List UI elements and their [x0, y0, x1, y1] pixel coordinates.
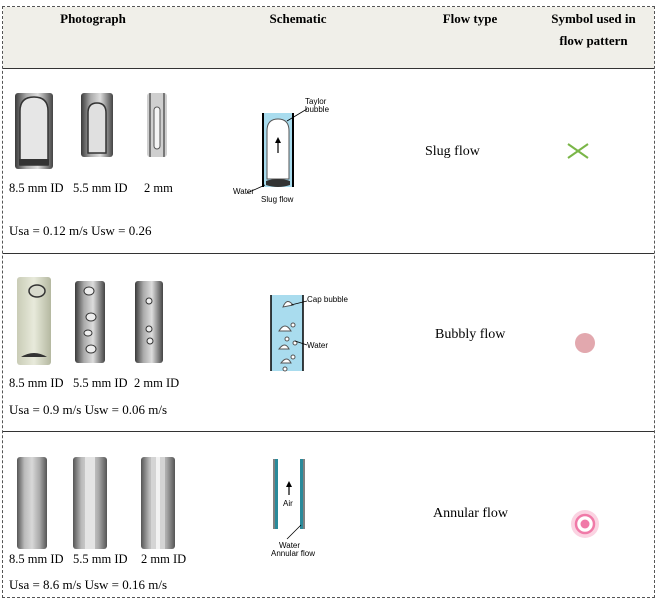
tube-label-8-5mm: 8.5 mm ID	[9, 181, 64, 195]
tube-photo-2mm	[141, 457, 175, 549]
schematic-label-bubble: bubble	[305, 105, 330, 114]
table-header: Photograph Schematic Flow type Symbol us…	[3, 7, 654, 69]
row-divider	[3, 431, 654, 432]
flow-type-annular: Annular flow	[433, 506, 509, 521]
header-symbol-line1: Symbol used in	[551, 11, 636, 26]
flow-pattern-table: Photograph Schematic Flow type Symbol us…	[2, 6, 655, 598]
tube-label-8-5mm: 8.5 mm ID	[9, 376, 64, 390]
header-flow-type: Flow type	[442, 11, 498, 26]
velocity-label: Usa = 0.12 m/s Usw = 0.26	[9, 223, 152, 238]
tube-label-2mm: 2 mm ID	[134, 376, 180, 390]
schematic-label-air: Air	[283, 499, 293, 508]
schematic-label-cap-bubble: Cap bubble	[307, 295, 348, 304]
schematic-label-annular-flow: Annular flow	[271, 549, 316, 558]
filled-circle-symbol	[575, 333, 595, 353]
flow-type-slug: Slug flow	[425, 144, 480, 159]
tube-photo-8-5mm	[17, 457, 47, 549]
header-symbol-line2: flow pattern	[559, 33, 628, 48]
schematic-annular-flow: Air Water Annular flow	[265, 459, 335, 563]
tube-label-5-5mm: 5.5 mm ID	[73, 376, 128, 390]
flow-type-bubbly: Bubbly flow	[435, 327, 506, 342]
schematic-label-water: Water	[307, 341, 329, 350]
tube-label-8-5mm: 8.5 mm ID	[9, 552, 64, 566]
schematic-slug-flow: Taylor bubble Water Slug flow	[225, 95, 335, 205]
header-schematic: Schematic	[269, 11, 327, 26]
tube-photo-5-5mm	[73, 457, 107, 549]
schematic-bubbly-flow: Cap bubble Water	[265, 291, 365, 381]
schematic-label-water: Water	[233, 187, 255, 196]
velocity-label: Usa = 0.9 m/s Usw = 0.06 m/s	[9, 402, 168, 417]
velocity-label: Usa = 8.6 m/s Usw = 0.16 m/s	[9, 577, 168, 592]
tube-photo-2mm	[147, 93, 167, 157]
header-photograph: Photograph	[60, 11, 126, 26]
tube-label-2mm: 2 mm	[144, 181, 173, 195]
tube-photo-8-5mm	[17, 277, 51, 365]
tube-photo-5-5mm	[75, 281, 105, 363]
schematic-label-slug-flow: Slug flow	[261, 195, 294, 204]
tube-photo-5-5mm	[81, 93, 113, 157]
cross-symbol	[567, 143, 589, 159]
tube-photo-2mm	[135, 281, 163, 363]
schematic-label-taylor: Taylor	[305, 97, 327, 106]
schematic-label-water: Water	[279, 541, 301, 550]
tube-photo-8-5mm	[15, 93, 53, 169]
tube-label-5-5mm: 5.5 mm ID	[73, 181, 128, 195]
tube-label-2mm: 2 mm ID	[141, 552, 187, 566]
tube-label-5-5mm: 5.5 mm ID	[73, 552, 128, 566]
ring-circle-symbol	[571, 510, 599, 538]
row-divider	[3, 253, 654, 254]
